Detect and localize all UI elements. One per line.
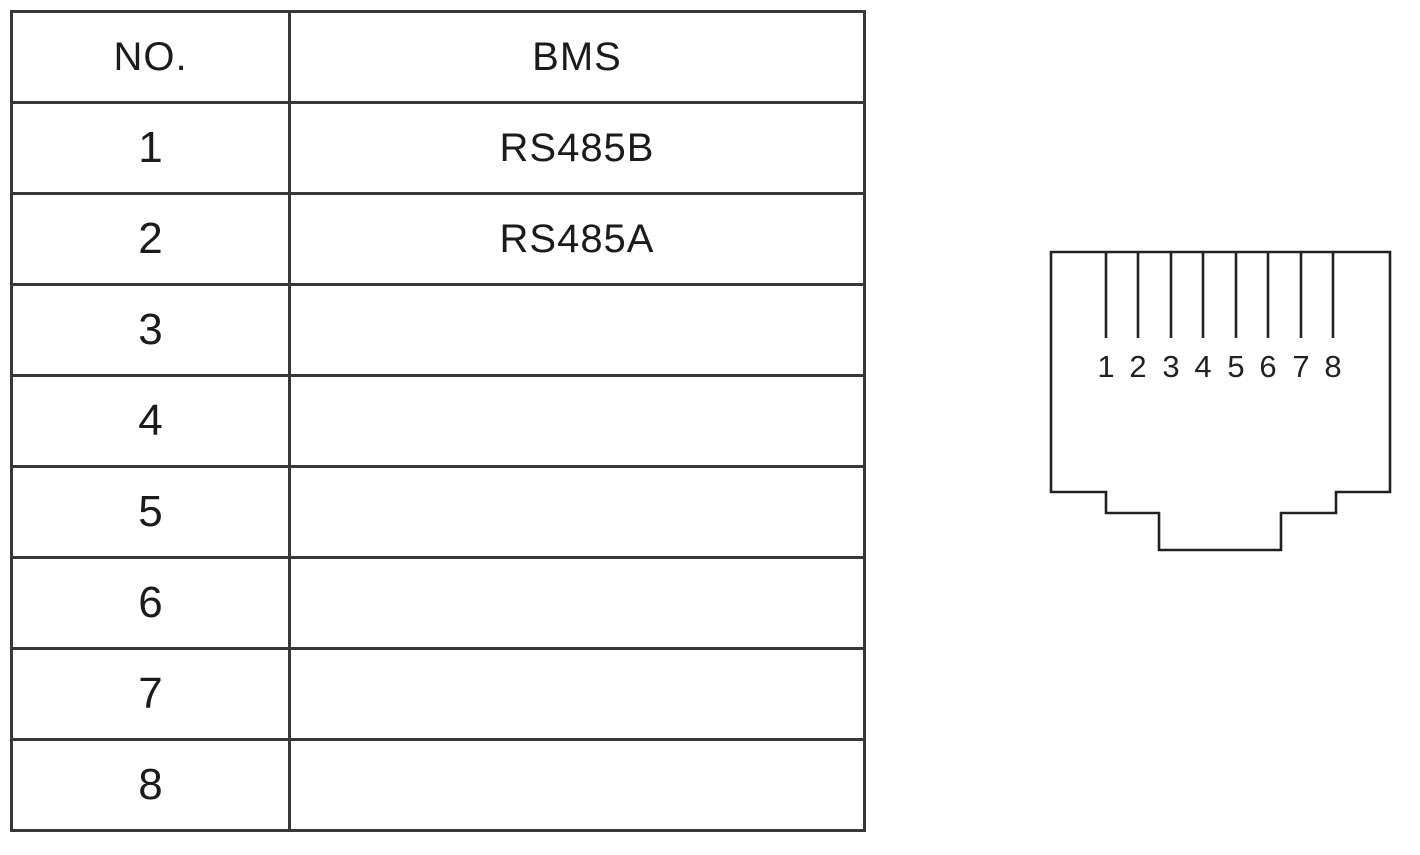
pin-number-cell: 6 (10, 556, 291, 650)
pin-3-label: 3 (1162, 349, 1179, 384)
pin-number-cell: 4 (10, 374, 291, 468)
table-row-pin-5: 5 (10, 465, 866, 559)
table-row-pin-2: 2 RS485A (10, 192, 866, 286)
pin-signal-cell (288, 738, 866, 832)
pin-table: NO. BMS 1 RS485B 2 RS485A 3 4 (10, 10, 866, 832)
table-row-pin-7: 7 (10, 647, 866, 741)
pin-2-label: 2 (1129, 349, 1146, 384)
pin-4-label: 4 (1194, 349, 1211, 384)
pin-signal-cell (288, 465, 866, 559)
pin-8-label: 8 (1324, 349, 1341, 384)
pin-signal-cell (288, 283, 866, 377)
pin-number-cell: 7 (10, 647, 291, 741)
rj45-connector-diagram: 1 2 3 4 5 6 7 8 (1049, 250, 1392, 552)
rj45-outline (1049, 250, 1392, 552)
table-row-pin-3: 3 (10, 283, 866, 377)
column-header-no: NO. (10, 10, 291, 104)
pin-6-label: 6 (1259, 349, 1276, 384)
pin-5-label: 5 (1227, 349, 1244, 384)
table-row-pin-1: 1 RS485B (10, 101, 866, 195)
pin-signal-cell (288, 556, 866, 650)
table-row-pin-6: 6 (10, 556, 866, 650)
pin-1-label: 1 (1097, 349, 1114, 384)
pin-7-label: 7 (1292, 349, 1309, 384)
table-row-pin-4: 4 (10, 374, 866, 468)
column-header-bms: BMS (288, 10, 866, 104)
table-row-pin-8: 8 (10, 738, 866, 832)
pin-assignment-table: NO. BMS 1 RS485B 2 RS485A 3 4 (10, 10, 866, 832)
pin-signal-cell (288, 647, 866, 741)
pin-number-cell: 5 (10, 465, 291, 559)
pin-signal-cell: RS485A (288, 192, 866, 286)
pin-number-cell: 2 (10, 192, 291, 286)
pin-number-cell: 8 (10, 738, 291, 832)
pin-signal-cell: RS485B (288, 101, 866, 195)
table-header-row: NO. BMS (10, 10, 866, 104)
pin-number-cell: 3 (10, 283, 291, 377)
pin-number-cell: 1 (10, 101, 291, 195)
pin-signal-cell (288, 374, 866, 468)
